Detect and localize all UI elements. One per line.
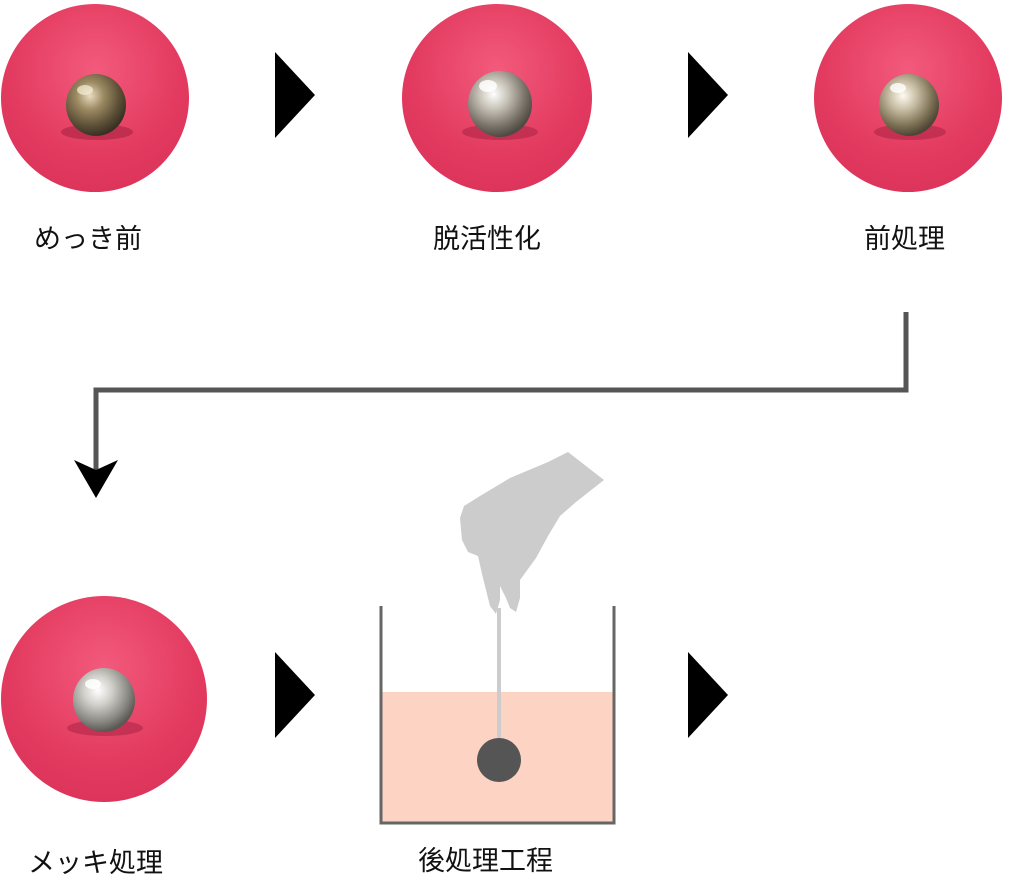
tank-wall xyxy=(379,606,616,825)
photo-deactivation xyxy=(402,4,592,192)
step-label-before-plating: めっき前 xyxy=(34,224,142,255)
step-label-pretreatment: 前処理 xyxy=(864,224,945,255)
hand-icon xyxy=(460,452,604,614)
post-treatment-tank-illustration xyxy=(379,452,616,825)
photo-before-plating xyxy=(1,4,189,192)
step-label-plating: メッキ処理 xyxy=(28,848,163,879)
sample-ball xyxy=(477,738,521,782)
step-label-post-treatment: 後処理工程 xyxy=(418,846,553,877)
step-label-deactivation: 脱活性化 xyxy=(433,224,541,255)
photo-plating xyxy=(1,596,207,802)
photo-pretreatment xyxy=(814,4,1002,192)
step-arrow-4 xyxy=(688,652,728,738)
step-arrow-3 xyxy=(275,652,315,738)
step-arrow-1 xyxy=(275,52,315,138)
step-arrow-2 xyxy=(688,52,728,138)
